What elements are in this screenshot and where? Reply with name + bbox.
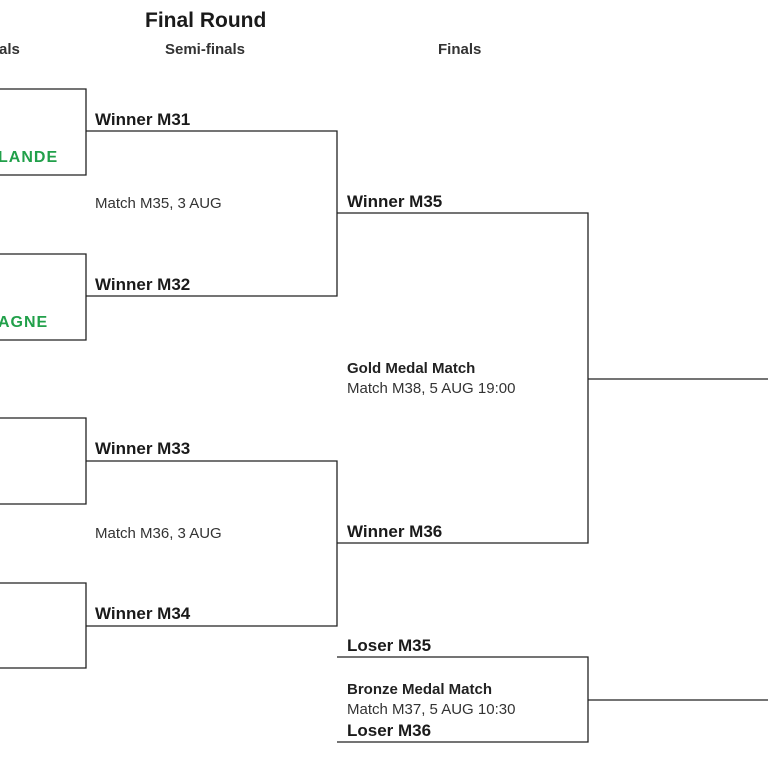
bracket-qf-m31: [0, 88, 87, 176]
slot-loser-m36: Loser M36: [347, 721, 432, 740]
bronze-medal-title: Bronze Medal Match: [347, 681, 493, 698]
round-header-semifinals: Semi-finals: [165, 41, 246, 58]
slot-winner-m35: Winner M35: [347, 192, 443, 211]
team-label-qf1: LANDE: [0, 149, 59, 166]
team-label-qf2: AGNE: [0, 314, 49, 331]
match-info-m35: Match M35, 3 AUG: [95, 195, 222, 212]
bronze-medal-info: Match M37, 5 AUG 10:30: [347, 701, 516, 718]
slot-winner-m34: Winner M34: [95, 604, 191, 623]
match-info-m36: Match M36, 3 AUG: [95, 525, 222, 542]
slot-winner-m36: Winner M36: [347, 522, 443, 541]
round-header-finals: Finals: [438, 41, 482, 58]
gold-medal-info: Match M38, 5 AUG 19:00: [347, 380, 516, 397]
page-title: Final Round: [145, 9, 267, 32]
slot-winner-m32: Winner M32: [95, 275, 191, 294]
bracket-qf-m34: [0, 582, 87, 669]
bracket-qf-m32: [0, 253, 87, 341]
slot-loser-m35: Loser M35: [347, 636, 432, 655]
bracket-qf-m33: [0, 417, 87, 505]
slot-winner-m33: Winner M33: [95, 439, 191, 458]
slot-winner-m31: Winner M31: [95, 110, 191, 129]
bracket-sf-m36: [86, 460, 338, 627]
gold-medal-title: Gold Medal Match: [347, 360, 476, 377]
bracket-sf-m35: [86, 130, 338, 297]
round-header-quarterfinals: als: [0, 41, 20, 58]
bracket-gold: [337, 212, 589, 544]
